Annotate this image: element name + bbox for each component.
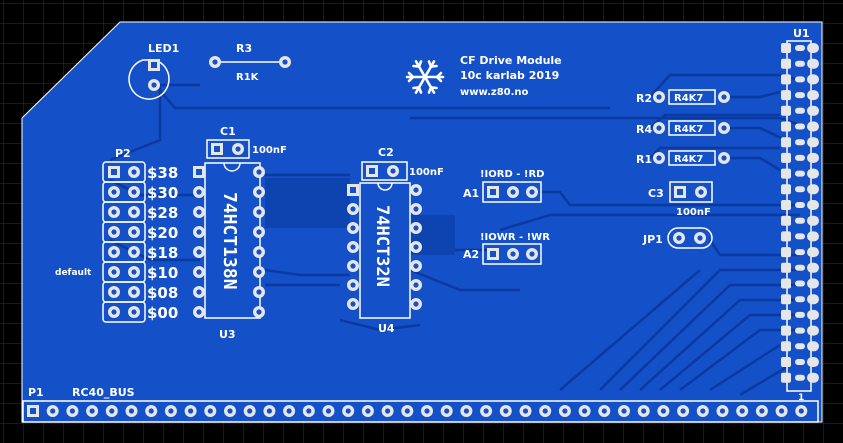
c3-value: 100nF: [676, 207, 711, 218]
r2-ref: R2: [636, 92, 652, 105]
jp1-ref: JP1: [642, 233, 663, 246]
resistor-r2: R2 R4K7: [636, 89, 730, 105]
p2-address-label: $00: [147, 304, 178, 322]
u1-pin: [807, 278, 819, 289]
c3-ref: C3: [648, 187, 664, 200]
u1-pin: [807, 294, 819, 305]
snowflake-icon: [405, 60, 445, 94]
u1-pin: [807, 105, 819, 116]
u1-pin: [807, 247, 819, 258]
led1-ref: LED1: [148, 42, 179, 55]
r2-value: R4K7: [674, 93, 703, 104]
r1-value: R4K7: [674, 154, 703, 165]
p2-address-label: $10: [147, 264, 178, 282]
r4-ref: R4: [636, 123, 652, 136]
u1-pin1-label: 1: [798, 393, 804, 403]
p1-outline: [22, 400, 819, 423]
u4-pins: [347, 184, 422, 310]
u1-pin: [807, 184, 819, 195]
u4-outline: [359, 182, 411, 319]
u1-pin: [807, 168, 819, 179]
r4-value: R4K7: [674, 124, 703, 135]
u1-pin: [807, 121, 819, 132]
u1-pin: [807, 152, 819, 163]
p1-ref: P1: [28, 386, 44, 399]
u1-pin: [807, 58, 819, 69]
u1-pin: [807, 341, 819, 352]
u3-pins: [193, 166, 265, 318]
u1-pin: [807, 74, 819, 85]
u3-outline: [204, 162, 261, 319]
u1-pin: [807, 372, 819, 383]
resistor-r4: R4 R4K7: [636, 120, 730, 136]
c2-ref: C2: [378, 146, 394, 159]
c2-value: 100nF: [409, 167, 444, 178]
c1-ref: C1: [220, 125, 236, 138]
u3-ref: U3: [219, 328, 236, 341]
r1-ref: R1: [636, 153, 652, 166]
u4-part: 74HCT32N: [372, 205, 392, 287]
a1-label: !IORD - !RD: [480, 169, 544, 180]
p2-address-label: $38: [147, 164, 178, 182]
u4-ref: U4: [378, 322, 395, 335]
a2-label: !IOWR - !WR: [480, 232, 550, 243]
p2-address-label: $18: [147, 244, 178, 262]
p2-address-label: $08: [147, 284, 178, 302]
p2-address-label: $30: [147, 184, 178, 202]
traces: [109, 73, 801, 397]
trace-blocks: [265, 178, 455, 255]
title-line-3: www.z80.no: [460, 87, 529, 98]
u1-ref: U1: [793, 27, 810, 40]
p2-address-label: $28: [147, 204, 178, 222]
u1-pins: [781, 43, 819, 383]
u1-pin: [807, 309, 819, 320]
u1-pin: [807, 90, 819, 101]
r3-ref: R3: [236, 42, 252, 55]
title-line-2: 10c karlab 2019: [460, 69, 559, 82]
u1-pin: [807, 357, 819, 367]
c1-value: 100nF: [252, 145, 287, 156]
a2-ref: A2: [463, 248, 479, 261]
u1-pin: [807, 215, 819, 226]
r3-value: R1K: [236, 72, 260, 83]
led1-outline: [128, 59, 170, 100]
title-line-1: CF Drive Module: [460, 54, 562, 67]
a1-ref: A1: [463, 187, 479, 200]
u1-pin: [807, 325, 819, 336]
u1-pin: [807, 200, 819, 210]
u3-part: 74HCT138N: [219, 192, 240, 290]
u1-pin: [807, 262, 819, 273]
u1-pin: [807, 43, 819, 53]
p2-header: $38 $30 $28 $20 $18 $10 $08 $00: [102, 161, 178, 323]
p1-bus-name: RC40_BUS: [72, 386, 135, 399]
p2-default-label: default: [55, 268, 92, 278]
u1-pin: [807, 231, 819, 242]
p2-address-label: $20: [147, 224, 178, 242]
resistor-r1: R1 R4K7: [636, 150, 730, 166]
p2-ref: P2: [115, 147, 131, 160]
bus-pins: [27, 405, 808, 417]
u1-pin: [807, 137, 819, 148]
